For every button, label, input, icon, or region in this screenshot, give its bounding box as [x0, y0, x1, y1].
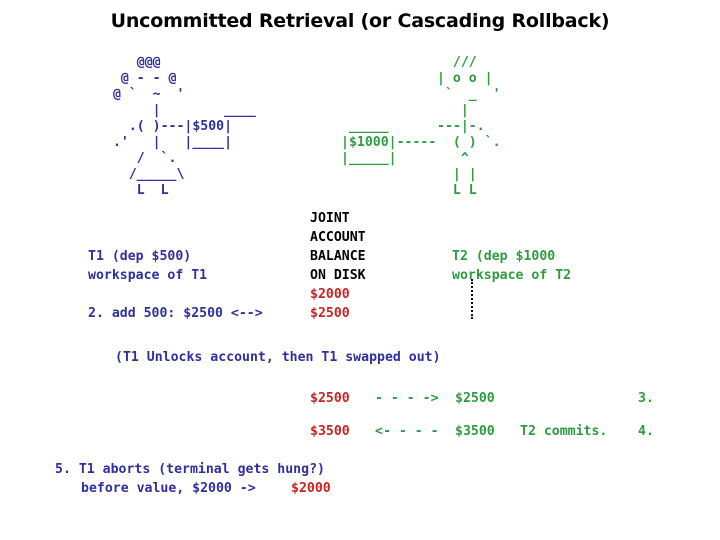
t2-label-line2: workspace of T2 [452, 268, 572, 283]
t1-stick-figure-art: @@@ @ - - @ @ ` ~ ' | ____ .( )---|$500|… [112, 55, 256, 198]
step-2-left: 2. add 500: $2500 <--> [88, 306, 263, 321]
step-4-arrow: <- - - - [375, 424, 439, 439]
step-5-line2-value: $2000 [291, 481, 331, 496]
page-title: Uncommitted Retrieval (or Cascading Roll… [110, 10, 610, 32]
step-3-number: 3. [638, 391, 654, 406]
t2-label-line1: T2 (dep $1000 [452, 249, 556, 264]
note-unlock-swap: (T1 Unlocks account, then T1 swapped out… [115, 350, 441, 365]
step-5-line1: 5. T1 aborts (terminal gets hung?) [55, 462, 325, 477]
step-4-left-value: $3500 [310, 424, 350, 439]
disk-value-initial: $2000 [310, 287, 350, 302]
step-3-right-value: $2500 [455, 391, 495, 406]
step-3-left-value: $2500 [310, 391, 350, 406]
t1-label-line1: T1 (dep $500) [88, 249, 192, 264]
t1-label-line2: workspace of T1 [88, 268, 208, 283]
t2-stick-figure-art: /// | o o | ` _ ' | ---|-. ( ) `. ^ | | … [437, 55, 501, 198]
step-4-text: T2 commits. [520, 424, 608, 439]
step-5-line2-prefix: before value, $2000 -> [81, 481, 256, 496]
t2-money-box-art: _____ |$1000|----- |_____| [341, 119, 437, 166]
step-4-right-value: $3500 [455, 424, 495, 439]
disk-balance-header: JOINT ACCOUNT BALANCE ON DISK [310, 211, 366, 283]
t2-workspace-dotted-connector [471, 279, 473, 319]
step-3-arrow: - - - -> [375, 391, 439, 406]
disk-value-after-step2: $2500 [310, 306, 350, 321]
step-4-number: 4. [638, 424, 654, 439]
